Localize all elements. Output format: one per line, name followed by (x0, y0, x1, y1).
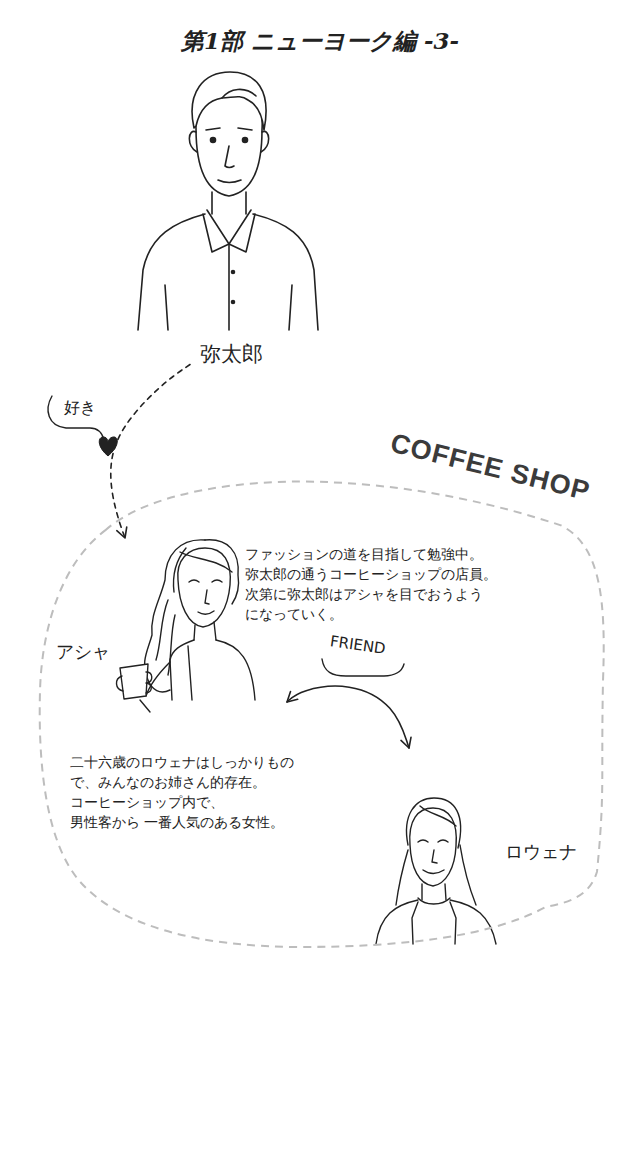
hair-line (222, 89, 256, 98)
label-bracket (322, 659, 404, 676)
character-name: 弥太郎 (190, 336, 282, 374)
diagram-title: 第1部 ニューヨーク編 -3- (0, 26, 640, 57)
connector-group (111, 365, 190, 539)
nose (432, 850, 437, 863)
neck (422, 884, 446, 900)
shoulders (376, 900, 496, 944)
arrow-head (117, 527, 127, 538)
button (232, 301, 235, 304)
rowena-figure (376, 798, 496, 944)
eye (211, 138, 216, 143)
character-note: ファッションの道を目指して勉強中。 弥太郎の通うコーヒーショップの店員。 次第に… (245, 544, 492, 624)
lips (198, 611, 214, 614)
shoulders (138, 214, 318, 330)
button (232, 271, 235, 274)
nose (225, 146, 234, 168)
yataro-figure (138, 72, 318, 330)
mouth (218, 180, 241, 183)
smile (423, 870, 444, 874)
hair-line (420, 806, 456, 826)
brows (206, 128, 252, 130)
place-heading: COFFEE SHOP (387, 428, 593, 508)
connector-label: 好き (62, 398, 98, 419)
arrow-head (287, 692, 411, 748)
hair (156, 540, 239, 675)
eyes (189, 580, 222, 582)
eyes (418, 840, 448, 842)
arm-crease (165, 285, 292, 330)
eye (243, 138, 248, 143)
neck (212, 192, 246, 214)
character-note: 二十六歳のロウェナはしっかりもの で、みんなのお姉さん的存在。 コーヒーショップ… (70, 752, 290, 832)
hand (116, 672, 151, 693)
region-outline (36, 418, 605, 954)
connector (287, 686, 409, 748)
heart (99, 437, 117, 456)
character-name: ロウェナ (505, 840, 577, 864)
character-box: 二十六歳のロウェナはしっかりもの で、みんなのお姉さん的存在。 コーヒーショップ… (64, 748, 594, 948)
nose (205, 590, 209, 604)
character-name: 弥太郎 (200, 340, 263, 368)
asha-figure (116, 540, 255, 712)
place-region: COFFEE SHOP アシャ ファッションの道を目指して勉強中。 弥太郎の通うコー… (36, 418, 605, 954)
hair (192, 72, 266, 130)
turtleneck (418, 898, 450, 904)
face (410, 808, 457, 886)
region-outline (40, 482, 604, 947)
connector (111, 365, 190, 539)
connector-group (287, 686, 411, 748)
cup (120, 664, 148, 699)
neck (194, 622, 216, 640)
edge-decoration (48, 396, 404, 676)
character-name: アシャ (56, 640, 110, 664)
connector-label: FRIEND (327, 632, 389, 658)
placket (228, 244, 230, 330)
label-bracket (48, 396, 104, 440)
character-box: アシャ ファッションの道を目指して勉強中。 弥太郎の通うコーヒーショップの店員。 … (52, 538, 597, 702)
top (170, 640, 255, 700)
